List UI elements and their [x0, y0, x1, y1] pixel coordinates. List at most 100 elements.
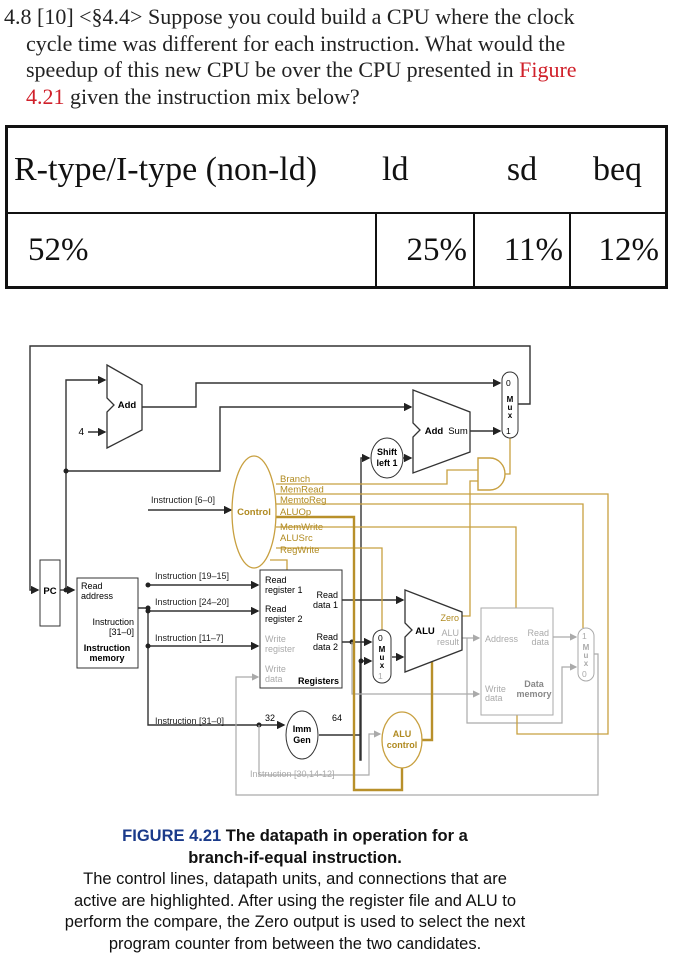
svg-text:data 1: data 1: [313, 600, 338, 610]
figure-title: branch-if-equal instruction.: [188, 848, 402, 867]
svg-text:u: u: [508, 403, 513, 412]
svg-text:ALUSrc: ALUSrc: [280, 533, 313, 544]
svg-text:PC: PC: [43, 586, 56, 597]
svg-text:Instruction [19–15]: Instruction [19–15]: [155, 571, 229, 581]
svg-text:MemtoReg: MemtoReg: [280, 495, 326, 506]
aluop-wires: [276, 515, 434, 792]
svg-text:ALU: ALU: [393, 729, 412, 739]
alu: ALU Zero ALU result: [404, 589, 463, 673]
svg-text:left 1: left 1: [376, 458, 397, 468]
svg-text:Instruction [30,14-12]: Instruction [30,14-12]: [250, 769, 335, 779]
svg-text:0: 0: [506, 378, 511, 388]
control-wires: [270, 438, 609, 735]
svg-text:Write: Write: [485, 684, 506, 694]
svg-text:Shift: Shift: [377, 447, 397, 457]
value-beq: 12%: [569, 212, 668, 289]
adder-pc4: Add 4: [78, 363, 143, 450]
svg-text:M: M: [583, 643, 590, 652]
svg-text:Instruction: Instruction: [92, 617, 134, 627]
svg-text:Instruction [24–20]: Instruction [24–20]: [155, 597, 229, 607]
svg-text:result: result: [437, 637, 460, 647]
alu-control: ALU control: [381, 711, 423, 769]
svg-text:MemWrite: MemWrite: [280, 522, 323, 533]
svg-text:M: M: [507, 395, 514, 404]
question-number: 4.8 [10] <§4.4>: [4, 4, 143, 29]
table-header-row: R-type/I-type (non-ld) ld sd beq: [6, 125, 667, 214]
svg-text:Imm: Imm: [293, 724, 312, 734]
value-ld: 25%: [375, 212, 475, 289]
svg-text:control: control: [387, 740, 418, 750]
header-beq: beq: [570, 125, 667, 214]
figure-number: FIGURE 4.21: [122, 827, 222, 845]
imm-gen: Imm Gen 32 64: [265, 710, 342, 760]
svg-text:0: 0: [378, 633, 383, 643]
svg-text:data: data: [485, 693, 503, 703]
svg-text:u: u: [380, 653, 385, 662]
svg-text:Instruction [31–0]: Instruction [31–0]: [155, 716, 224, 726]
instruction-mix-table: R-type/I-type (non-ld) ld sd beq 52% 25%…: [5, 125, 668, 289]
value-sd: 11%: [473, 212, 571, 289]
svg-text:data 2: data 2: [313, 642, 338, 652]
mux-pc: 0 M u x 1: [501, 371, 519, 439]
svg-text:1: 1: [378, 671, 383, 681]
svg-text:Sum: Sum: [448, 426, 468, 437]
svg-text:ALU: ALU: [415, 626, 435, 637]
svg-text:register: register: [265, 644, 295, 654]
figure-link-number[interactable]: 4.21: [26, 83, 65, 109]
svg-text:register 1: register 1: [265, 585, 303, 595]
svg-text:Read: Read: [81, 581, 103, 591]
svg-text:register 2: register 2: [265, 614, 303, 624]
svg-text:0: 0: [582, 669, 587, 679]
figure-link[interactable]: Figure: [519, 57, 577, 82]
svg-text:Instruction [6–0]: Instruction [6–0]: [151, 495, 215, 505]
svg-text:memory: memory: [516, 689, 551, 699]
svg-text:RegWrite: RegWrite: [280, 545, 319, 556]
svg-text:x: x: [584, 659, 589, 668]
control-unit: Control Branch MemRead MemtoReg ALUOp Me…: [231, 455, 326, 569]
svg-text:Read: Read: [527, 628, 549, 638]
svg-text:Add: Add: [118, 400, 137, 411]
svg-text:x: x: [380, 661, 385, 670]
svg-text:Write: Write: [265, 664, 286, 674]
mux-mem-to-reg: 1 M u x 0: [577, 627, 595, 682]
figure-caption: FIGURE 4.21 The datapath in operation fo…: [60, 826, 530, 955]
svg-text:Read: Read: [265, 604, 287, 614]
register-file: Read register 1 Read register 2 Write re…: [259, 569, 343, 689]
svg-text:1: 1: [506, 426, 511, 436]
svg-text:Instruction [11–7]: Instruction [11–7]: [155, 633, 223, 643]
svg-text:32: 32: [265, 713, 275, 723]
and-gate: [477, 457, 506, 491]
svg-text:Address: Address: [485, 634, 519, 644]
shift-left-1: Shift left 1: [370, 437, 404, 479]
data-memory: Address Read data Write data Data memory: [480, 607, 554, 716]
svg-text:4: 4: [78, 427, 84, 438]
svg-text:x: x: [508, 411, 513, 420]
header-rtype: R-type/I-type (non-ld): [6, 125, 376, 214]
svg-text:Add: Add: [425, 426, 444, 437]
svg-text:Control: Control: [237, 507, 271, 518]
pc-register: PC: [39, 559, 61, 627]
svg-text:MemRead: MemRead: [280, 485, 324, 496]
figure-description: The control lines, datapath units, and c…: [64, 870, 526, 953]
active-wires: [29, 345, 531, 761]
svg-text:1: 1: [582, 631, 587, 641]
value-rtype: 52%: [5, 212, 377, 289]
question-text: 4.8 [10] <§4.4> Suppose you could build …: [4, 4, 577, 109]
table-row: 52% 25% 11% 12%: [5, 212, 668, 289]
svg-text:Write: Write: [265, 634, 286, 644]
svg-text:Zero: Zero: [440, 613, 459, 623]
svg-text:ALU: ALU: [441, 628, 459, 638]
svg-text:Instruction: Instruction: [84, 643, 131, 653]
inactive-wires: [235, 633, 599, 796]
instruction-memory: Read address Instruction [31–0] Instruct…: [76, 577, 139, 669]
svg-text:u: u: [584, 651, 589, 660]
header-sd: sd: [474, 125, 570, 214]
svg-text:data: data: [531, 637, 549, 647]
svg-text:[31–0]: [31–0]: [109, 627, 134, 637]
svg-text:ALUOp: ALUOp: [280, 507, 311, 518]
header-ld: ld: [376, 125, 474, 214]
control-signal-labels: Branch MemRead MemtoReg ALUOp MemWrite A…: [280, 474, 326, 556]
svg-text:Read: Read: [316, 632, 338, 642]
svg-text:Read: Read: [316, 590, 338, 600]
